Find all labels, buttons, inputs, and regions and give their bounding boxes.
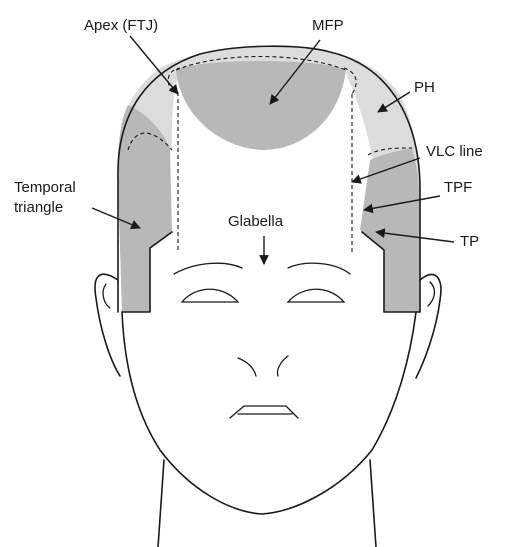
label-glabella: Glabella [228,213,284,230]
nose-left [238,358,256,376]
mid-frontal-point-zone [176,61,346,150]
label-mfp: MFP [312,17,344,34]
mouth [230,406,298,418]
left-eyebrow [174,263,242,274]
left-eye [182,289,238,302]
label-temporal-2: triangle [14,199,63,216]
label-ph: PH [414,79,435,96]
right-eye [288,289,344,302]
left-ear [95,274,120,376]
right-eyebrow [288,263,350,274]
label-temporal-1: Temporal [14,179,76,196]
left-ear-inner [103,284,110,308]
neck-left [158,460,164,547]
label-tpf: TPF [444,179,472,196]
right-ear-inner [428,282,434,306]
label-tp: TP [460,233,479,250]
label-vlc: VLC line [426,143,483,160]
neck-right [370,460,376,547]
label-apex: Apex (FTJ) [84,17,158,34]
right-temporal-hair [360,148,420,312]
nose-right [277,356,288,376]
